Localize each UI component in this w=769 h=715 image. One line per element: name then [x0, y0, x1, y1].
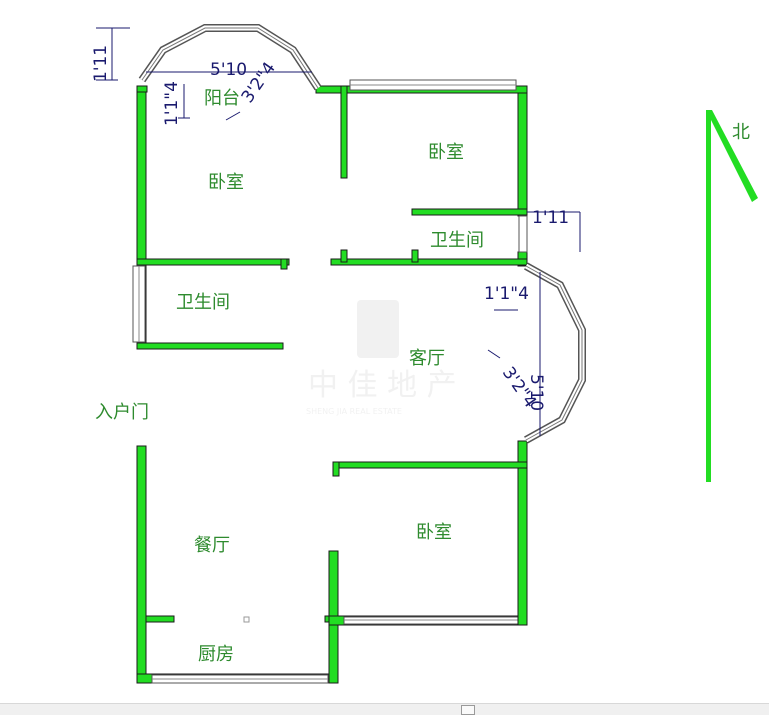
- entry-door-label: 入户门: [95, 402, 149, 423]
- bath-west-label: 卫生间: [176, 292, 230, 313]
- bedroom-ne-label: 卧室: [428, 142, 464, 163]
- north-arrow: [706, 110, 758, 482]
- kitchen-label: 厨房: [198, 644, 234, 665]
- dim-bay-width: 5'10: [526, 374, 546, 411]
- dim-bay-small: 1'1"4: [484, 284, 529, 304]
- north-label: 北: [732, 122, 750, 143]
- living-room-label: 客厅: [409, 348, 445, 369]
- living-bay: [524, 262, 586, 444]
- dimension-lines: [96, 27, 581, 436]
- dining-room-label: 餐厅: [194, 535, 230, 556]
- dim-top-left-vertical: 1'11: [91, 45, 111, 82]
- bedroom-se-label: 卧室: [416, 522, 452, 543]
- walls: [132, 79, 528, 684]
- dim-east-offset: 1'11: [532, 208, 569, 228]
- dining-marker: [243, 616, 250, 623]
- watermark-logo: 中 佳 地 产 SHENG JIA REAL ESTATE: [306, 300, 457, 416]
- svg-text:SHENG JIA REAL ESTATE: SHENG JIA REAL ESTATE: [306, 407, 402, 416]
- svg-text:中 佳 地 产: 中 佳 地 产: [308, 368, 457, 403]
- bath-east-label: 卫生间: [430, 230, 484, 251]
- balcony-label: 阳台: [204, 88, 240, 109]
- balcony-bay: [138, 24, 322, 91]
- bedroom-nw-label: 卧室: [208, 172, 244, 193]
- dim-balcony-width: 5'10: [210, 60, 247, 80]
- dim-balcony-side: 1'1"4: [162, 81, 182, 126]
- horizontal-scrollbar[interactable]: [0, 703, 769, 715]
